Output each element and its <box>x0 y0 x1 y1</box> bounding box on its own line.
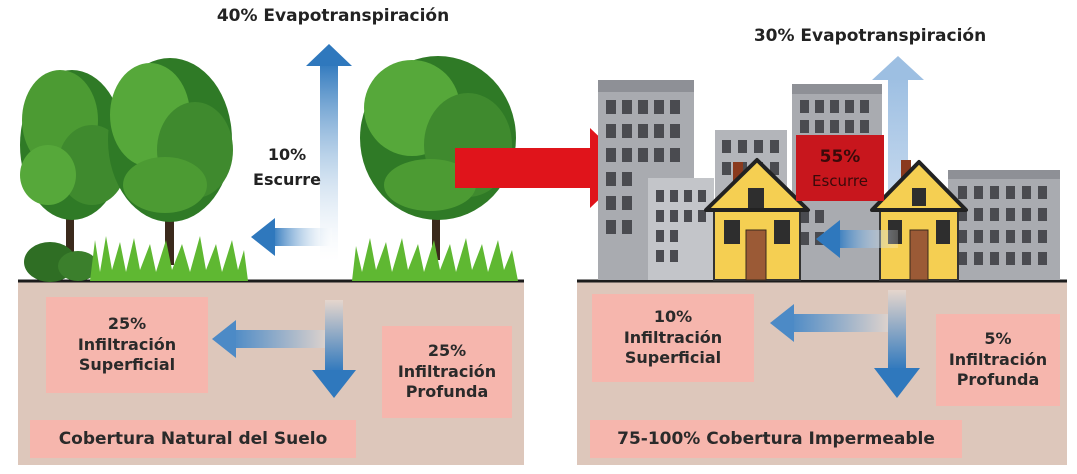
grass-icon <box>90 236 518 281</box>
building-icon <box>948 170 1060 280</box>
ground-cover-box-left: Cobertura Natural del Suelo <box>30 420 356 458</box>
shallow-infiltration-box-left: 25% Infiltración Superficial <box>46 297 208 393</box>
tree-icon <box>20 70 126 260</box>
ground-cover-text-right: 75-100% Cobertura Impermeable <box>617 428 935 449</box>
ground-cover-box-right: 75-100% Cobertura Impermeable <box>590 420 962 458</box>
building-icon <box>648 178 714 280</box>
shallow-infiltration-text-left: 25% Infiltración Superficial <box>77 313 177 375</box>
evapotranspiration-label-left: 40% Evapotranspiración <box>216 6 450 26</box>
deep-infiltration-text-right: 5% Infiltración Profunda <box>948 328 1048 390</box>
evapotranspiration-arrow-left <box>306 44 352 262</box>
shallow-infiltration-arrow-right <box>770 304 894 342</box>
runoff-label-right: Escurre <box>811 172 868 190</box>
ground-cover-text-left: Cobertura Natural del Suelo <box>58 428 328 449</box>
bush-icon <box>24 242 98 282</box>
tree-icon <box>108 58 233 265</box>
runoff-box-right <box>796 135 884 201</box>
deep-infiltration-arrow-left <box>312 300 356 398</box>
shallow-infiltration-box-right: 10% Infiltración Superficial <box>592 294 754 382</box>
house-icon <box>704 158 810 281</box>
runoff-arrow-right <box>816 220 898 258</box>
shallow-infiltration-text-right: 10% Infiltración Superficial <box>623 306 723 368</box>
deep-infiltration-arrow-right <box>874 290 920 398</box>
runoff-percent-left: 10% <box>267 145 307 164</box>
runoff-arrow-left <box>251 218 332 256</box>
deep-infiltration-box-right: 5% Infiltración Profunda <box>936 314 1060 406</box>
evapotranspiration-label-right: 30% Evapotranspiración <box>753 26 987 46</box>
deep-infiltration-text-left: 25% Infiltración Profunda <box>397 340 497 402</box>
runoff-percent-right: 55% <box>819 147 861 167</box>
deep-infiltration-box-left: 25% Infiltración Profunda <box>382 326 512 418</box>
shallow-infiltration-arrow-left <box>212 320 332 358</box>
runoff-label-left: Escurre <box>253 170 321 189</box>
